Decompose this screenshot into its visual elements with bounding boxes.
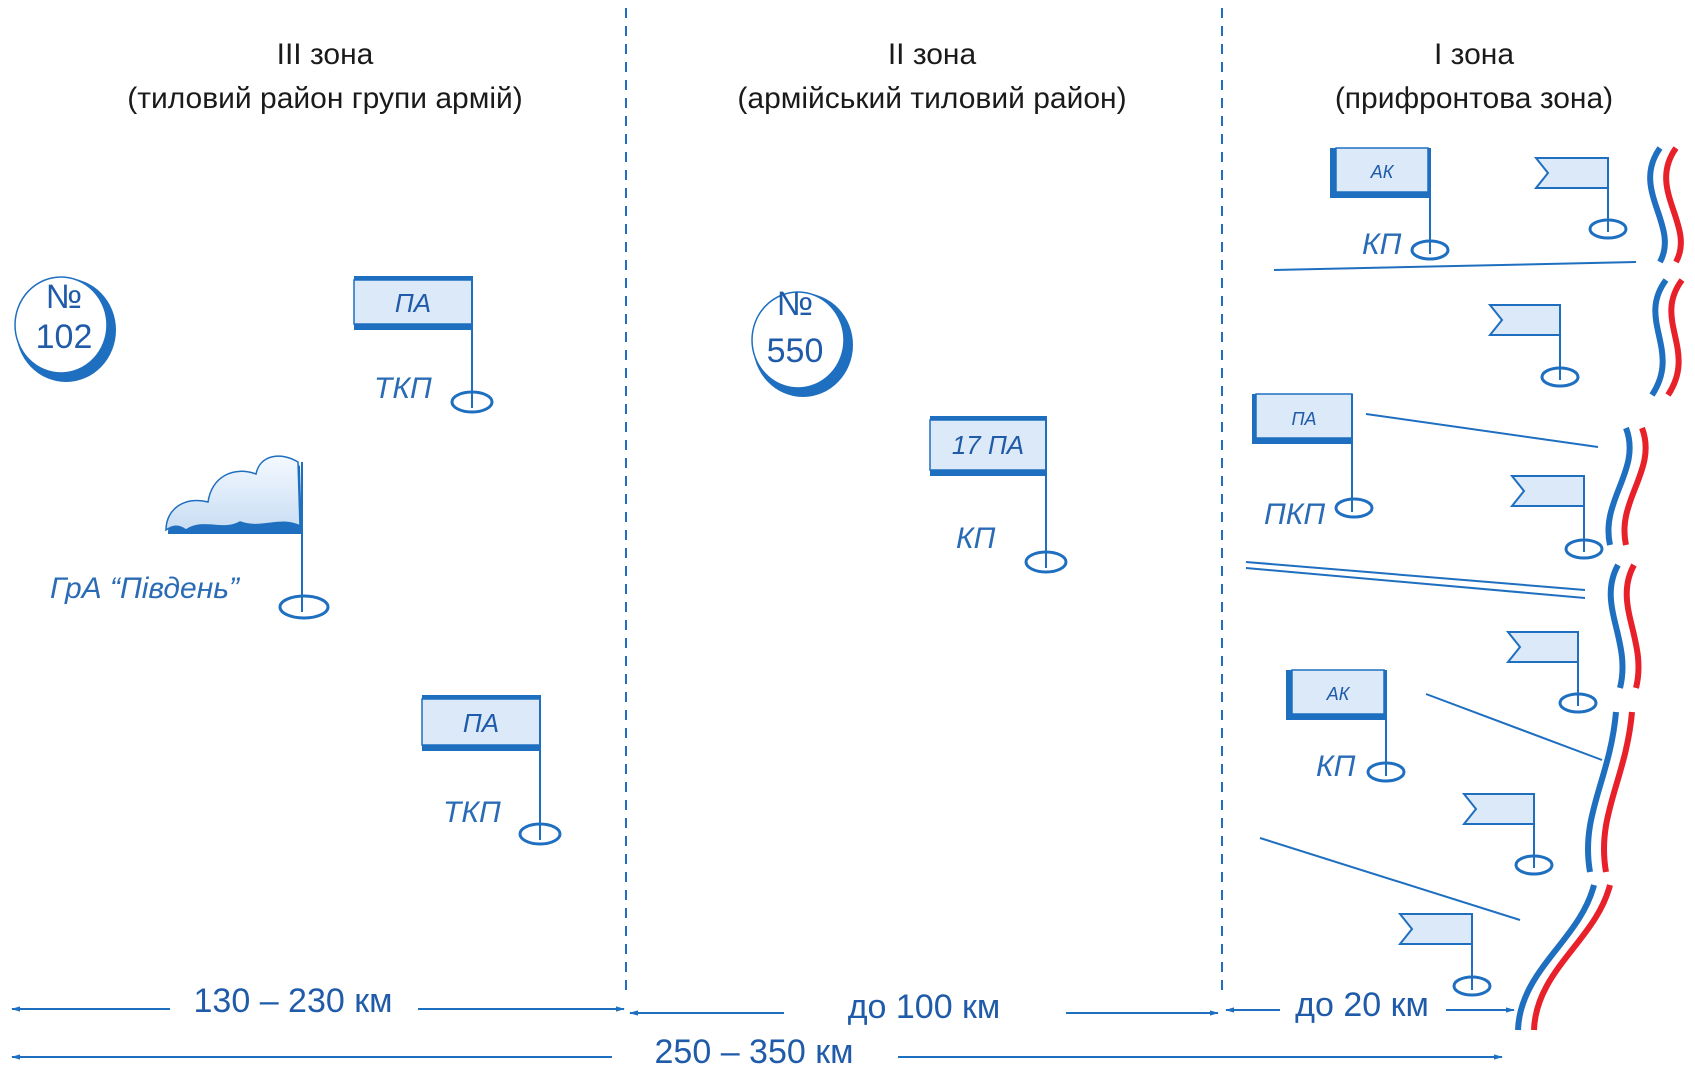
army-group-flag — [165, 455, 330, 620]
pkp-label: ПКП — [1264, 498, 1325, 531]
pennant-1 — [1533, 157, 1628, 240]
flag-pa-top: ПА — [353, 276, 494, 414]
flag-17pa-label: 17 ПА — [952, 430, 1024, 460]
tkp-top-label: ТКП — [374, 372, 432, 405]
flag-17pa: 17 ПА — [929, 416, 1068, 574]
zone2-subtitle: (армійський тиловий район) — [737, 82, 1126, 115]
station-102-number-sign: № — [46, 278, 82, 316]
distance-zone3: 130 – 230 км — [194, 982, 393, 1020]
distance-total: 250 – 350 км — [655, 1033, 854, 1067]
zone1-title: I зона — [1434, 38, 1514, 71]
kp-17pa-label: КП — [956, 522, 996, 555]
flag-ak-top-label: АК — [1370, 162, 1395, 182]
pennant-2 — [1487, 304, 1580, 388]
station-550-value: 550 — [767, 332, 824, 370]
distance-arrows — [11, 1006, 1515, 1060]
kp-ak-top-label: КП — [1362, 228, 1402, 261]
zone3-subtitle: (тиловий район групи армій) — [127, 82, 523, 115]
zone3-title: III зона — [277, 38, 374, 71]
flag-pa-front: ПА — [1252, 393, 1374, 519]
station-102-value: 102 — [36, 318, 93, 356]
flag-pa-bottom: ПА — [421, 695, 562, 846]
station-550-number-sign: № — [777, 285, 813, 323]
unit-boundaries — [1245, 261, 1637, 921]
army-group-label: ГрА “Південь” — [50, 572, 241, 605]
flag-ak-top: АК — [1330, 147, 1450, 261]
flag-pa-front-label: ПА — [1291, 409, 1316, 429]
distance-zone1: до 20 км — [1295, 986, 1429, 1024]
flag-pa-bottom-label: ПА — [463, 708, 499, 738]
zone2-title: II зона — [888, 38, 977, 71]
distance-zone2: до 100 км — [848, 988, 1001, 1026]
flag-pa-top-label: ПА — [395, 288, 431, 318]
pennant-4 — [1505, 631, 1598, 714]
kp-ak-bottom-label: КП — [1316, 750, 1356, 783]
flag-ak-bottom: АК — [1286, 669, 1406, 783]
flag-ak-bottom-label: АК — [1326, 684, 1351, 704]
pennant-6 — [1397, 913, 1492, 997]
zone1-subtitle: (прифронтова зона) — [1335, 82, 1613, 115]
station-102: № 102 — [14, 276, 116, 382]
station-550: № 550 — [751, 285, 853, 397]
front-line — [1515, 146, 1685, 1031]
tkp-bottom-label: ТКП — [443, 796, 501, 829]
pennant-3 — [1509, 475, 1604, 560]
division-pennants — [1397, 157, 1628, 997]
pennant-5 — [1461, 793, 1554, 876]
